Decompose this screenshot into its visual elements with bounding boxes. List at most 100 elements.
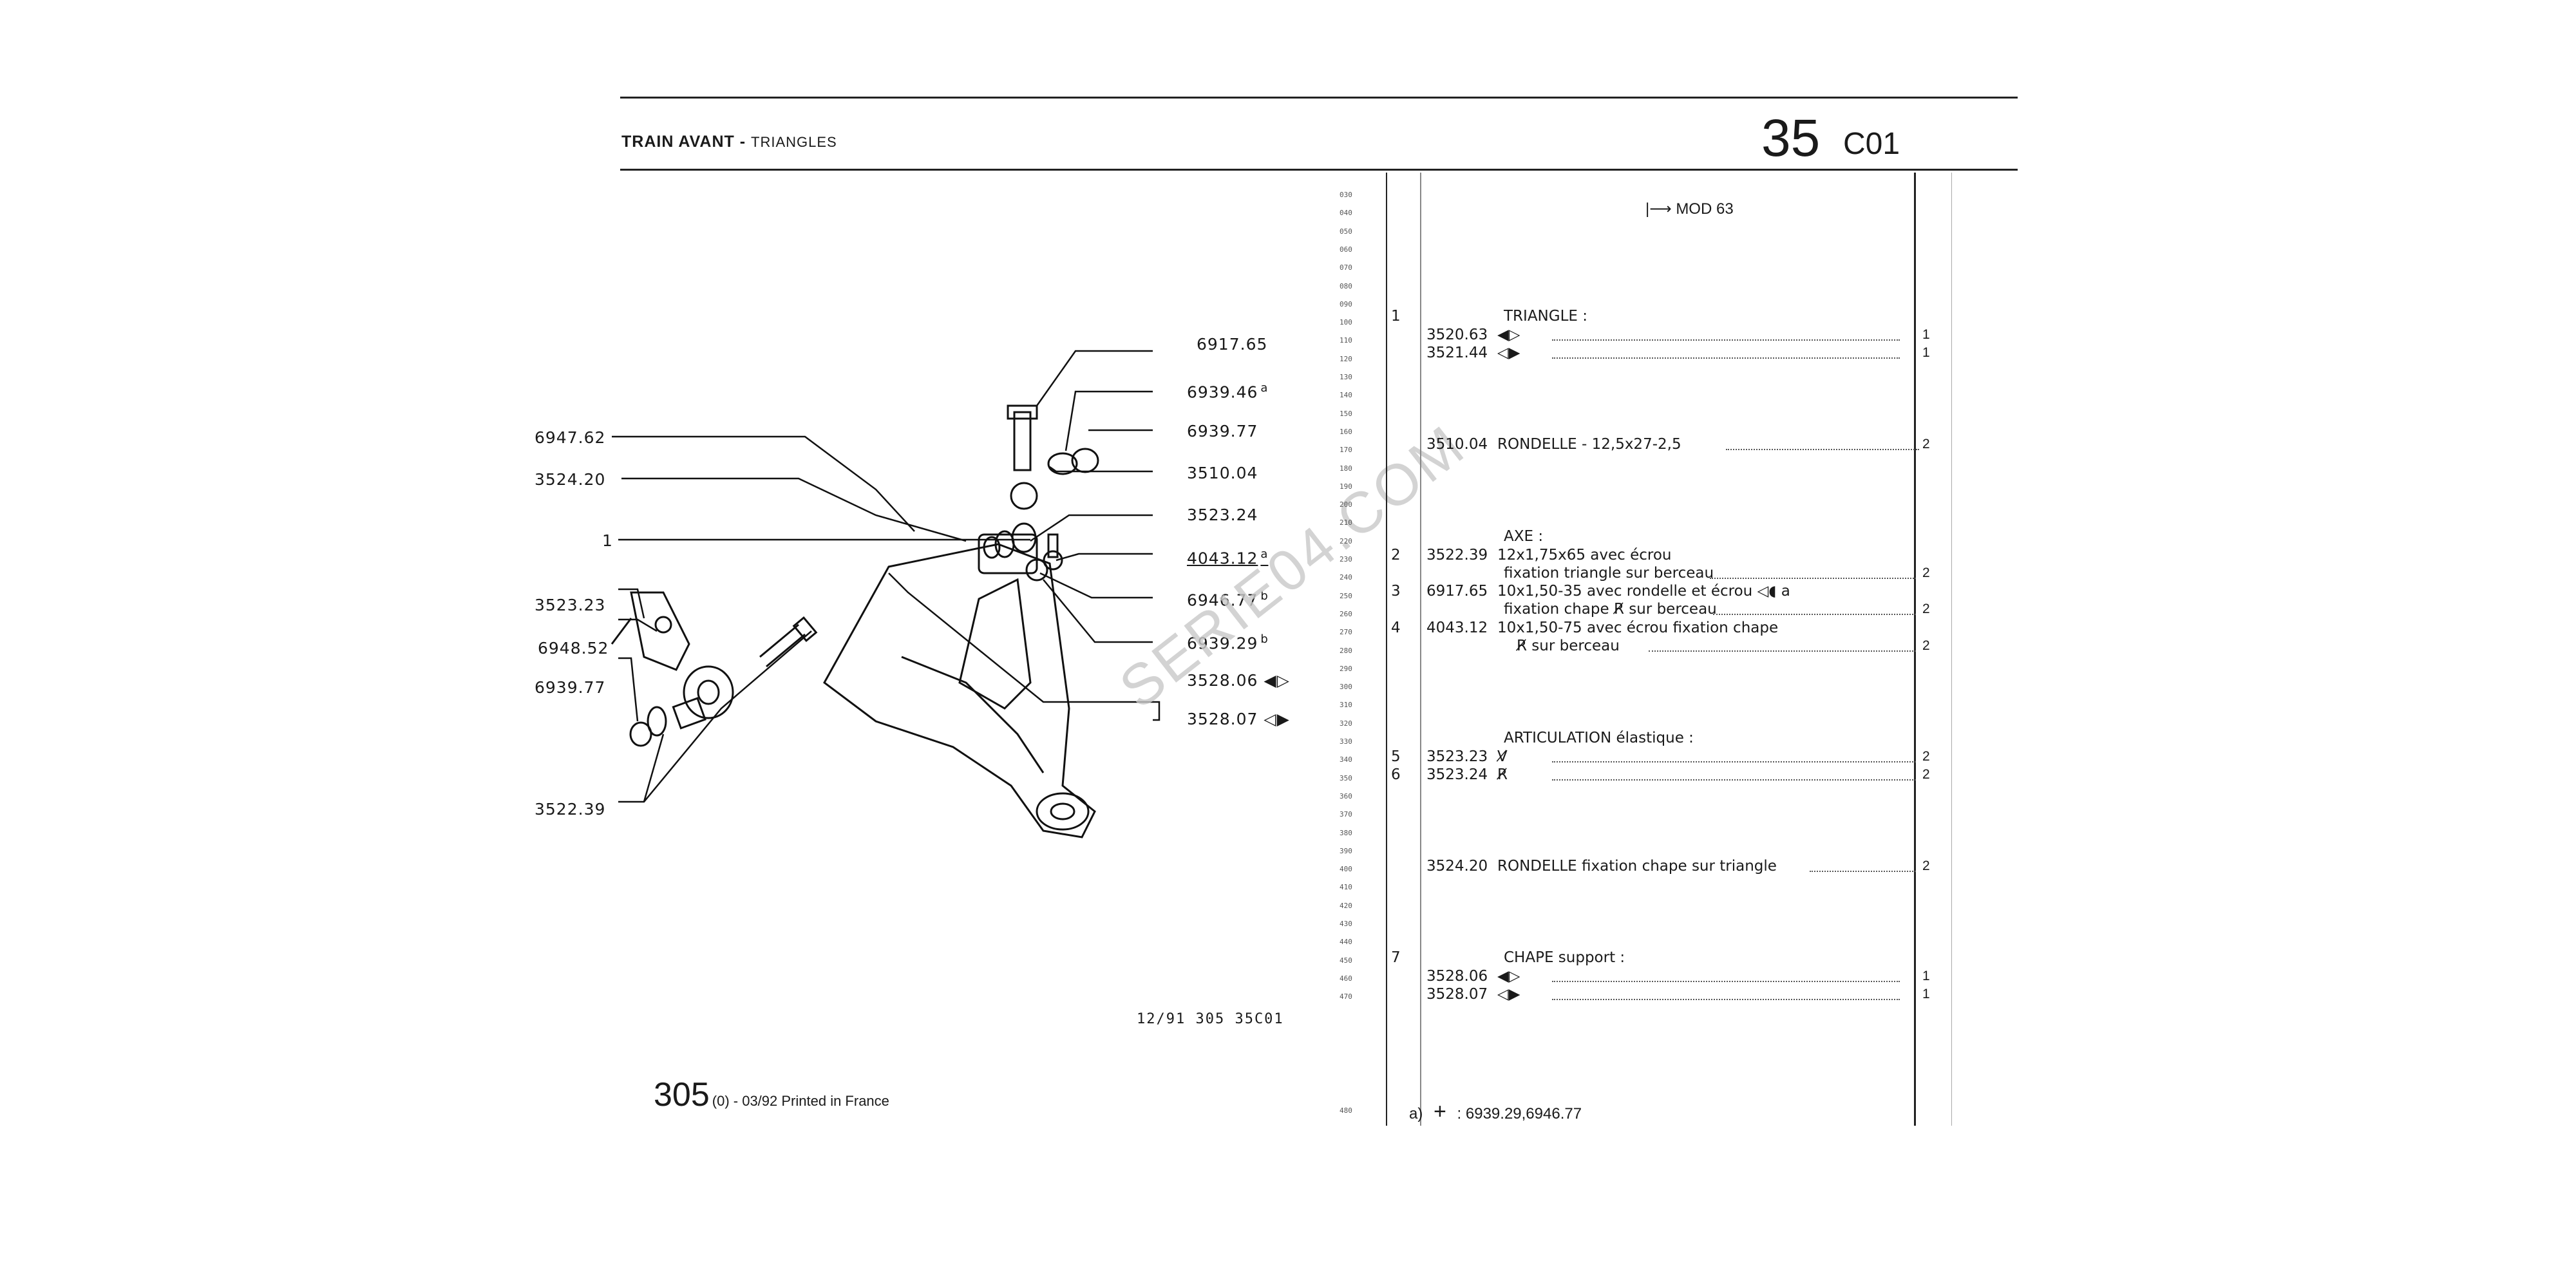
line-number: 060: [1340, 245, 1352, 254]
part-qty: 1: [1922, 987, 1930, 1001]
line-number: 170: [1340, 446, 1352, 455]
row-leader-dots: [1552, 981, 1900, 982]
part-desc: RONDELLE fixation chape sur triangle: [1497, 858, 1777, 875]
line-number: 320: [1340, 719, 1352, 728]
callout-6939-77-top: 6939.77: [1187, 422, 1258, 440]
line-number: 140: [1340, 391, 1352, 400]
row-leader-dots: [1552, 339, 1900, 341]
callout-3528-07: 3528.07 ◁▶: [1187, 710, 1290, 728]
line-number: 430: [1340, 920, 1352, 928]
footnote-prefix: a): [1409, 1105, 1423, 1122]
callout-3528-07-text: 3528.07: [1187, 710, 1258, 728]
callout-6917-65: 6917.65: [1197, 335, 1268, 354]
part-index: 1: [1391, 308, 1401, 325]
footnote: a) + : 6939.29,6946.77: [1409, 1099, 1582, 1124]
line-number-last: 480: [1340, 1106, 1352, 1115]
line-number: 100: [1340, 318, 1352, 327]
footer-model: 305: [654, 1076, 710, 1113]
line-number: 190: [1340, 482, 1352, 491]
plus-icon: +: [1434, 1099, 1446, 1124]
part-ref: 3522.39: [1426, 547, 1488, 564]
line-number: 070: [1340, 263, 1352, 272]
callout-1: 1: [602, 531, 613, 550]
line-number: 380: [1340, 828, 1352, 837]
callout-6939-46-sup: a: [1260, 381, 1269, 395]
mod-marker: |⟶ MOD 63: [1645, 200, 1734, 218]
footer-print-info: (0) - 03/92 Printed in France: [712, 1093, 889, 1109]
line-number: 450: [1340, 956, 1352, 965]
part-qty: 2: [1922, 858, 1930, 873]
part-desc-text: sur berceau: [1629, 601, 1717, 618]
part-index: 6: [1391, 766, 1401, 783]
line-number: 420: [1340, 901, 1352, 910]
line-number: 370: [1340, 810, 1352, 819]
callout-4043-12-text: 4043.12: [1187, 549, 1258, 568]
page-title-sep: -: [734, 133, 752, 151]
part-ref: 3510.04: [1426, 436, 1488, 453]
part-qty: 1: [1922, 969, 1930, 983]
left-side-symbol-icon: ◀▷: [1497, 327, 1520, 343]
callout-6948-52: 6948.52: [538, 639, 609, 658]
footnote-text: : 6939.29,6946.77: [1457, 1105, 1582, 1122]
line-number: 080: [1340, 281, 1352, 290]
table-col-border: [1420, 173, 1421, 1126]
part-ref: 3523.24: [1426, 766, 1488, 783]
row-leader-dots: [1710, 578, 1916, 579]
row-leader-dots: [1713, 614, 1916, 615]
left-arrow-filled-icon: ◀▷: [1264, 671, 1290, 690]
row-leader-dots: [1552, 999, 1900, 1000]
page-title-main: TRAIN AVANT: [621, 133, 735, 151]
right-arrow-filled-icon: ◁▶: [1264, 710, 1290, 728]
line-number: 110: [1340, 336, 1352, 345]
line-number: 200: [1340, 500, 1352, 509]
part-qty: 1: [1922, 327, 1930, 342]
part-desc: fixation chape R̸ sur berceau: [1504, 601, 1717, 618]
mod-marker-text: MOD 63: [1676, 200, 1734, 218]
line-number: 180: [1340, 464, 1352, 473]
callout-3510-04: 3510.04: [1187, 464, 1258, 482]
callout-3524-20: 3524.20: [535, 470, 606, 489]
r-symbol-icon: R̸: [1613, 601, 1624, 618]
section-code: C01: [1843, 127, 1900, 161]
line-number: 120: [1340, 354, 1352, 363]
r-symbol-icon: R̸: [1517, 638, 1527, 654]
line-number: 470: [1340, 992, 1352, 1001]
row-leader-dots: [1810, 871, 1916, 872]
part-index: 5: [1391, 748, 1401, 765]
left-side-symbol-icon: ◀▷: [1497, 968, 1520, 985]
top-rule: [620, 97, 2018, 99]
callout-3523-24: 3523.24: [1187, 506, 1258, 524]
part-qty: 1: [1922, 345, 1930, 360]
part-qty: 2: [1922, 638, 1930, 653]
exploded-diagram: [611, 350, 1160, 838]
line-number: 130: [1340, 373, 1352, 381]
right-side-symbol-icon: ◁▶: [1497, 986, 1520, 1003]
diagram-reference: 12/91 305 35C01: [1137, 1011, 1284, 1027]
part-ref: 4043.12: [1426, 620, 1488, 636]
line-number: 300: [1340, 683, 1352, 692]
line-number: 390: [1340, 846, 1352, 855]
part-ref: 6917.65: [1426, 583, 1488, 600]
part-group-label: ARTICULATION élastique :: [1504, 730, 1694, 746]
part-desc: R̸ sur berceau: [1517, 638, 1620, 654]
line-number: 160: [1340, 427, 1352, 436]
callout-3523-23: 3523.23: [535, 596, 606, 614]
line-number: 030: [1340, 191, 1352, 199]
callout-3528-06: 3528.06 ◀▷: [1187, 671, 1290, 690]
part-desc: RONDELLE - 12,5x27-2,5: [1497, 436, 1681, 453]
row-leader-dots: [1552, 761, 1916, 762]
line-number: 440: [1340, 938, 1352, 947]
part-desc-text: sur berceau: [1531, 638, 1620, 654]
part-index: 4: [1391, 620, 1401, 636]
callout-6947-62: 6947.62: [535, 428, 606, 447]
callout-6939-77-left: 6939.77: [535, 678, 606, 697]
line-number: 050: [1340, 227, 1352, 236]
part-desc: 10x1,50-75 avec écrou fixation chape: [1497, 620, 1779, 636]
line-number: 240: [1340, 573, 1352, 582]
part-ref: 3524.20: [1426, 858, 1488, 875]
part-ref: 3528.07: [1426, 986, 1488, 1003]
part-group-label: CHAPE support :: [1504, 949, 1625, 966]
callout-3522-39: 3522.39: [535, 800, 606, 819]
v-symbol-icon: V̸: [1497, 748, 1508, 765]
